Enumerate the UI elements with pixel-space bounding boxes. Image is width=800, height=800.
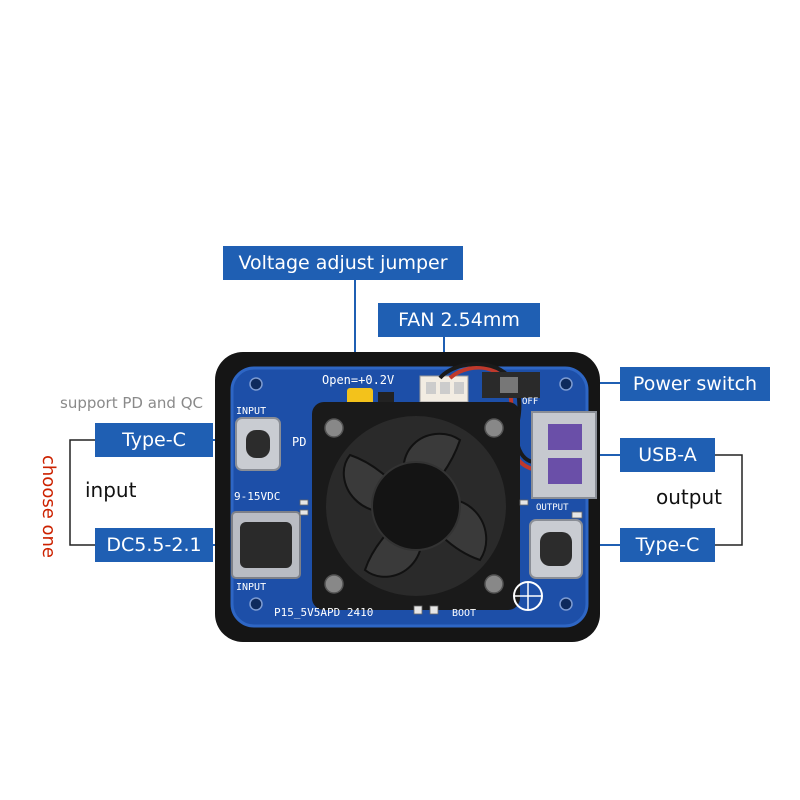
silk-voltage-range: 9-15VDC bbox=[234, 490, 280, 503]
callout-voltage-jumper: Voltage adjust jumper bbox=[223, 246, 463, 280]
note-choose-one: choose one bbox=[38, 455, 59, 558]
callout-power-switch: Power switch bbox=[620, 367, 770, 401]
callout-output-usba: USB-A bbox=[620, 438, 715, 472]
silk-output: OUTPUT bbox=[536, 503, 569, 513]
silk-input-top: INPUT bbox=[236, 406, 266, 417]
callout-output-typec: Type-C bbox=[620, 528, 715, 562]
callout-input-typec: Type-C bbox=[95, 423, 213, 457]
silk-open-voltage: Open=+0.2V bbox=[322, 373, 394, 387]
silk-off: OFF bbox=[522, 397, 538, 407]
callout-fan: FAN 2.54mm bbox=[378, 303, 540, 337]
silk-model: P15_5V5APD 2410 bbox=[274, 606, 373, 619]
silk-boot: BOOT bbox=[452, 608, 476, 619]
callout-input-dc: DC5.5-2.1 bbox=[95, 528, 213, 562]
bracket-lines bbox=[69, 439, 743, 546]
note-support: support PD and QC bbox=[60, 394, 203, 412]
silk-pd: PD bbox=[292, 435, 306, 449]
silk-input-bottom: INPUT bbox=[236, 582, 266, 593]
mounting-holes bbox=[249, 377, 573, 611]
note-output: output bbox=[656, 485, 722, 509]
note-input: input bbox=[85, 478, 137, 502]
